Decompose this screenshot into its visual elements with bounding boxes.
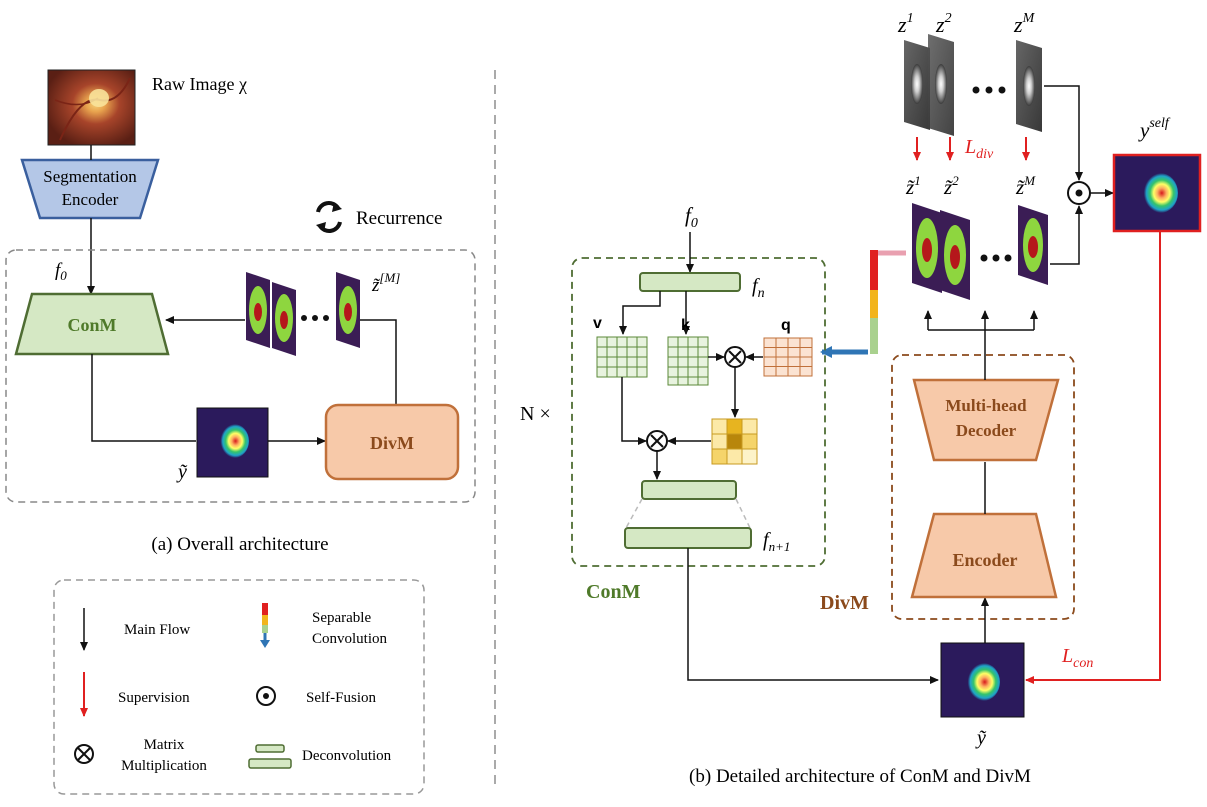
legend-matrix-2: Multiplication bbox=[121, 758, 207, 774]
n-times-label: N × bbox=[520, 403, 551, 425]
legend-deconvolution: Deconvolution bbox=[302, 748, 392, 764]
y-tilde-label-b: ỹ bbox=[975, 727, 987, 749]
conm-block-a bbox=[14, 292, 170, 356]
v-matrix bbox=[596, 336, 648, 378]
raw-image bbox=[47, 69, 136, 146]
zt1-label: z̃1 bbox=[905, 173, 921, 199]
divm-block-a bbox=[324, 403, 460, 481]
legend-separable-icon bbox=[260, 603, 270, 648]
conm-to-y-line bbox=[91, 354, 196, 442]
fn-block bbox=[639, 272, 741, 292]
z1-label: z1 bbox=[897, 11, 914, 37]
zt2-label: z̃2 bbox=[943, 173, 959, 199]
z-tilde-m-label: z̃[M] bbox=[371, 270, 400, 296]
attention-map bbox=[711, 418, 758, 465]
legend-main-flow: Main Flow bbox=[124, 622, 190, 638]
raw-image-label: Raw Image χ bbox=[152, 74, 247, 94]
multihead-label-2: Decoder bbox=[956, 421, 1017, 440]
encoder-label-b: Encoder bbox=[953, 550, 1018, 570]
z2-label: z2 bbox=[935, 11, 952, 37]
y-tilde-image-b bbox=[940, 642, 1025, 718]
zt-to-fusion-arrow bbox=[1050, 205, 1083, 265]
encoder-block-b bbox=[910, 512, 1058, 599]
separable-conv-bar bbox=[870, 250, 906, 354]
ldiv-label: Ldiv bbox=[964, 136, 994, 162]
f0-label-a: f0 bbox=[55, 260, 67, 283]
conm-label-b: ConM bbox=[586, 581, 641, 603]
k-label: k bbox=[681, 317, 690, 334]
f0-label-b: f0 bbox=[685, 203, 698, 231]
y-tilde-image-a bbox=[196, 407, 269, 478]
seg-encoder-label-1: Segmentation bbox=[43, 167, 137, 186]
recurrence-icon bbox=[316, 201, 342, 233]
legend-separable-2: Convolution bbox=[312, 631, 388, 647]
fn1-label: fn+1 bbox=[763, 529, 790, 554]
conm-box-b bbox=[571, 257, 826, 567]
yself-label: yself bbox=[1138, 116, 1171, 142]
z-gray-slices bbox=[904, 34, 1042, 136]
z-tilde-slices-b bbox=[912, 203, 1048, 300]
k-matrix bbox=[667, 336, 709, 386]
deconv-guide-left bbox=[625, 498, 643, 529]
fn1-block bbox=[624, 527, 752, 549]
legend-deconv-icon bbox=[248, 744, 292, 769]
q-matrix bbox=[763, 337, 813, 377]
recurrence-label: Recurrence bbox=[356, 208, 443, 229]
lcon-label: Lcon bbox=[1061, 645, 1093, 671]
z-slices-a bbox=[246, 272, 360, 356]
ztM-label: z̃M bbox=[1015, 173, 1036, 199]
yself-image bbox=[1112, 153, 1202, 233]
zM-label: zM bbox=[1013, 11, 1036, 37]
q-label: q bbox=[781, 317, 791, 334]
multihead-label-1: Multi-head bbox=[945, 396, 1027, 415]
divm-to-slices-line bbox=[360, 319, 397, 404]
y-tilde-label-a: ỹ bbox=[176, 461, 188, 483]
divm-label-a: DivM bbox=[370, 433, 414, 453]
legend-box bbox=[53, 579, 425, 795]
z-to-fusion-arrow bbox=[1044, 85, 1083, 181]
self-fusion-operator bbox=[1067, 181, 1091, 205]
caption-b: (b) Detailed architecture of ConM and Di… bbox=[689, 766, 1031, 787]
legend-self-fusion-icon bbox=[256, 686, 276, 706]
divm-label-b: DivM bbox=[820, 592, 869, 614]
deconv-guide-right bbox=[735, 498, 751, 529]
legend-matrix-mult-icon bbox=[74, 744, 94, 764]
divm-box-b bbox=[891, 354, 1075, 620]
conm-label-a: ConM bbox=[68, 315, 117, 335]
seg-encoder-label-2: Encoder bbox=[62, 190, 119, 209]
conm-to-ytilde-arrow bbox=[687, 548, 939, 684]
v-label: v bbox=[593, 315, 602, 332]
legend-matrix-1: Matrix bbox=[144, 737, 185, 753]
deconv-small-block bbox=[641, 480, 737, 500]
multihead-decoder-block bbox=[912, 378, 1060, 462]
segmentation-encoder-block bbox=[20, 158, 160, 220]
matmul-operator-2 bbox=[646, 430, 668, 452]
fn-to-v-arrow bbox=[619, 291, 661, 335]
legend-self-fusion: Self-Fusion bbox=[306, 690, 377, 706]
lcon-path bbox=[1025, 231, 1161, 684]
v-to-matmul2-arrow bbox=[621, 377, 647, 445]
fn-label: fn bbox=[752, 275, 765, 301]
recurrence-box bbox=[5, 249, 476, 503]
legend-separable-1: Separable bbox=[312, 610, 371, 626]
matmul-operator-1 bbox=[724, 346, 746, 368]
legend-supervision: Supervision bbox=[118, 690, 190, 706]
caption-a: (a) Overall architecture bbox=[151, 534, 328, 555]
